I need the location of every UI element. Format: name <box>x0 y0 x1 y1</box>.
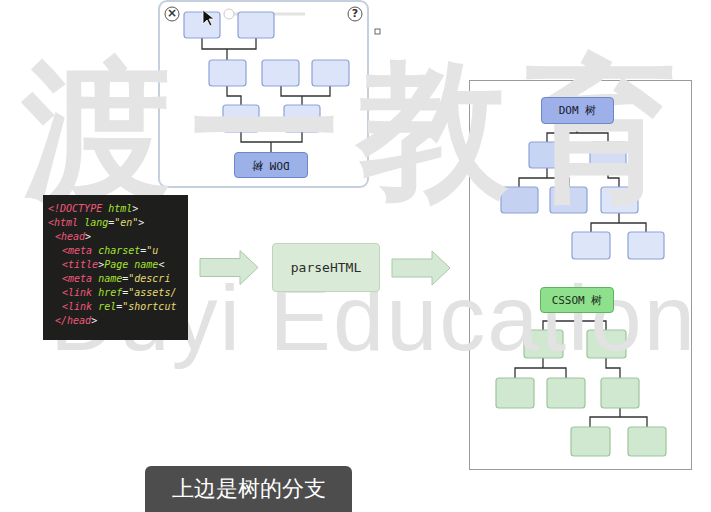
subtitle-box: 上边是树的分支 <box>145 466 352 512</box>
code-token <box>92 245 98 256</box>
code-token <box>128 259 134 270</box>
code-line: <link href="assets/ <box>48 286 176 300</box>
resize-handle <box>375 29 380 34</box>
code-token: name <box>98 273 122 284</box>
code-token: <title <box>62 259 98 270</box>
code-line: <head> <box>48 230 91 244</box>
code-token: charset <box>98 245 140 256</box>
code-token: html <box>108 203 132 214</box>
code-token: <link <box>62 301 92 312</box>
code-token: > <box>98 259 104 270</box>
code-line: <!DOCTYPE html> <box>48 202 138 216</box>
node-text: DOM 树 <box>252 158 290 173</box>
code-token: "u <box>146 245 158 256</box>
watermark-text: 渡一教育 <box>22 48 694 213</box>
code-token: <html <box>48 217 78 228</box>
code-line: <title>Page name< <box>48 258 164 272</box>
code-token: <!DOCTYPE <box>48 203 102 214</box>
code-token: > <box>138 217 144 228</box>
code-line: <html lang="en"> <box>48 216 144 230</box>
code-token: rel <box>98 301 116 312</box>
code-token: = <box>108 217 114 228</box>
tree-root-box: DOM 树 <box>541 97 614 124</box>
code-snippet: <!DOCTYPE html><html lang="en"><head><me… <box>43 195 188 340</box>
tree-root-box: CSSOM 树 <box>540 287 614 313</box>
code-token: lang <box>84 217 108 228</box>
code-line: <meta charset="u <box>48 244 158 258</box>
code-token: < <box>158 259 164 270</box>
code-token <box>92 301 98 312</box>
code-line: <meta name="descri <box>48 272 170 286</box>
code-token: <link <box>62 287 92 298</box>
code-token: "en" <box>114 217 138 228</box>
code-token: "descri <box>128 273 170 284</box>
code-token: Page <box>104 259 128 270</box>
code-token: <meta <box>62 245 92 256</box>
caption-text: 上边是树的分支 <box>172 474 326 504</box>
code-token: <meta <box>62 273 92 284</box>
node-text: DOM 树 <box>559 103 597 118</box>
code-line: <link rel="shortcut <box>48 300 176 314</box>
help-button <box>348 7 362 21</box>
code-token: > <box>85 231 91 242</box>
code-token: "assets/ <box>128 287 176 298</box>
code-token: = <box>122 287 128 298</box>
code-token: <head <box>55 231 85 242</box>
code-line: </head> <box>48 314 97 328</box>
code-token: </head <box>55 315 91 326</box>
tree-root-box: DOM 树 <box>234 152 308 178</box>
code-token: "shortcut <box>122 301 176 312</box>
node-text: parseHTML <box>291 260 361 275</box>
code-token: name <box>134 259 158 270</box>
help-icon: ? <box>352 8 358 20</box>
code-token <box>78 217 84 228</box>
code-token <box>102 203 108 214</box>
code-token: href <box>98 287 122 298</box>
mouse-cursor <box>203 10 214 26</box>
process-box: parseHTML <box>272 243 380 292</box>
close-icon: × <box>167 7 177 20</box>
close-button <box>165 7 179 21</box>
node-text: CSSOM 树 <box>552 293 603 308</box>
code-token: > <box>132 203 138 214</box>
code-token <box>92 287 98 298</box>
code-token <box>92 273 98 284</box>
slider-knob <box>224 9 234 19</box>
code-token: = <box>116 301 122 312</box>
code-token: = <box>140 245 146 256</box>
code-token: = <box>122 273 128 284</box>
code-token: > <box>91 315 97 326</box>
